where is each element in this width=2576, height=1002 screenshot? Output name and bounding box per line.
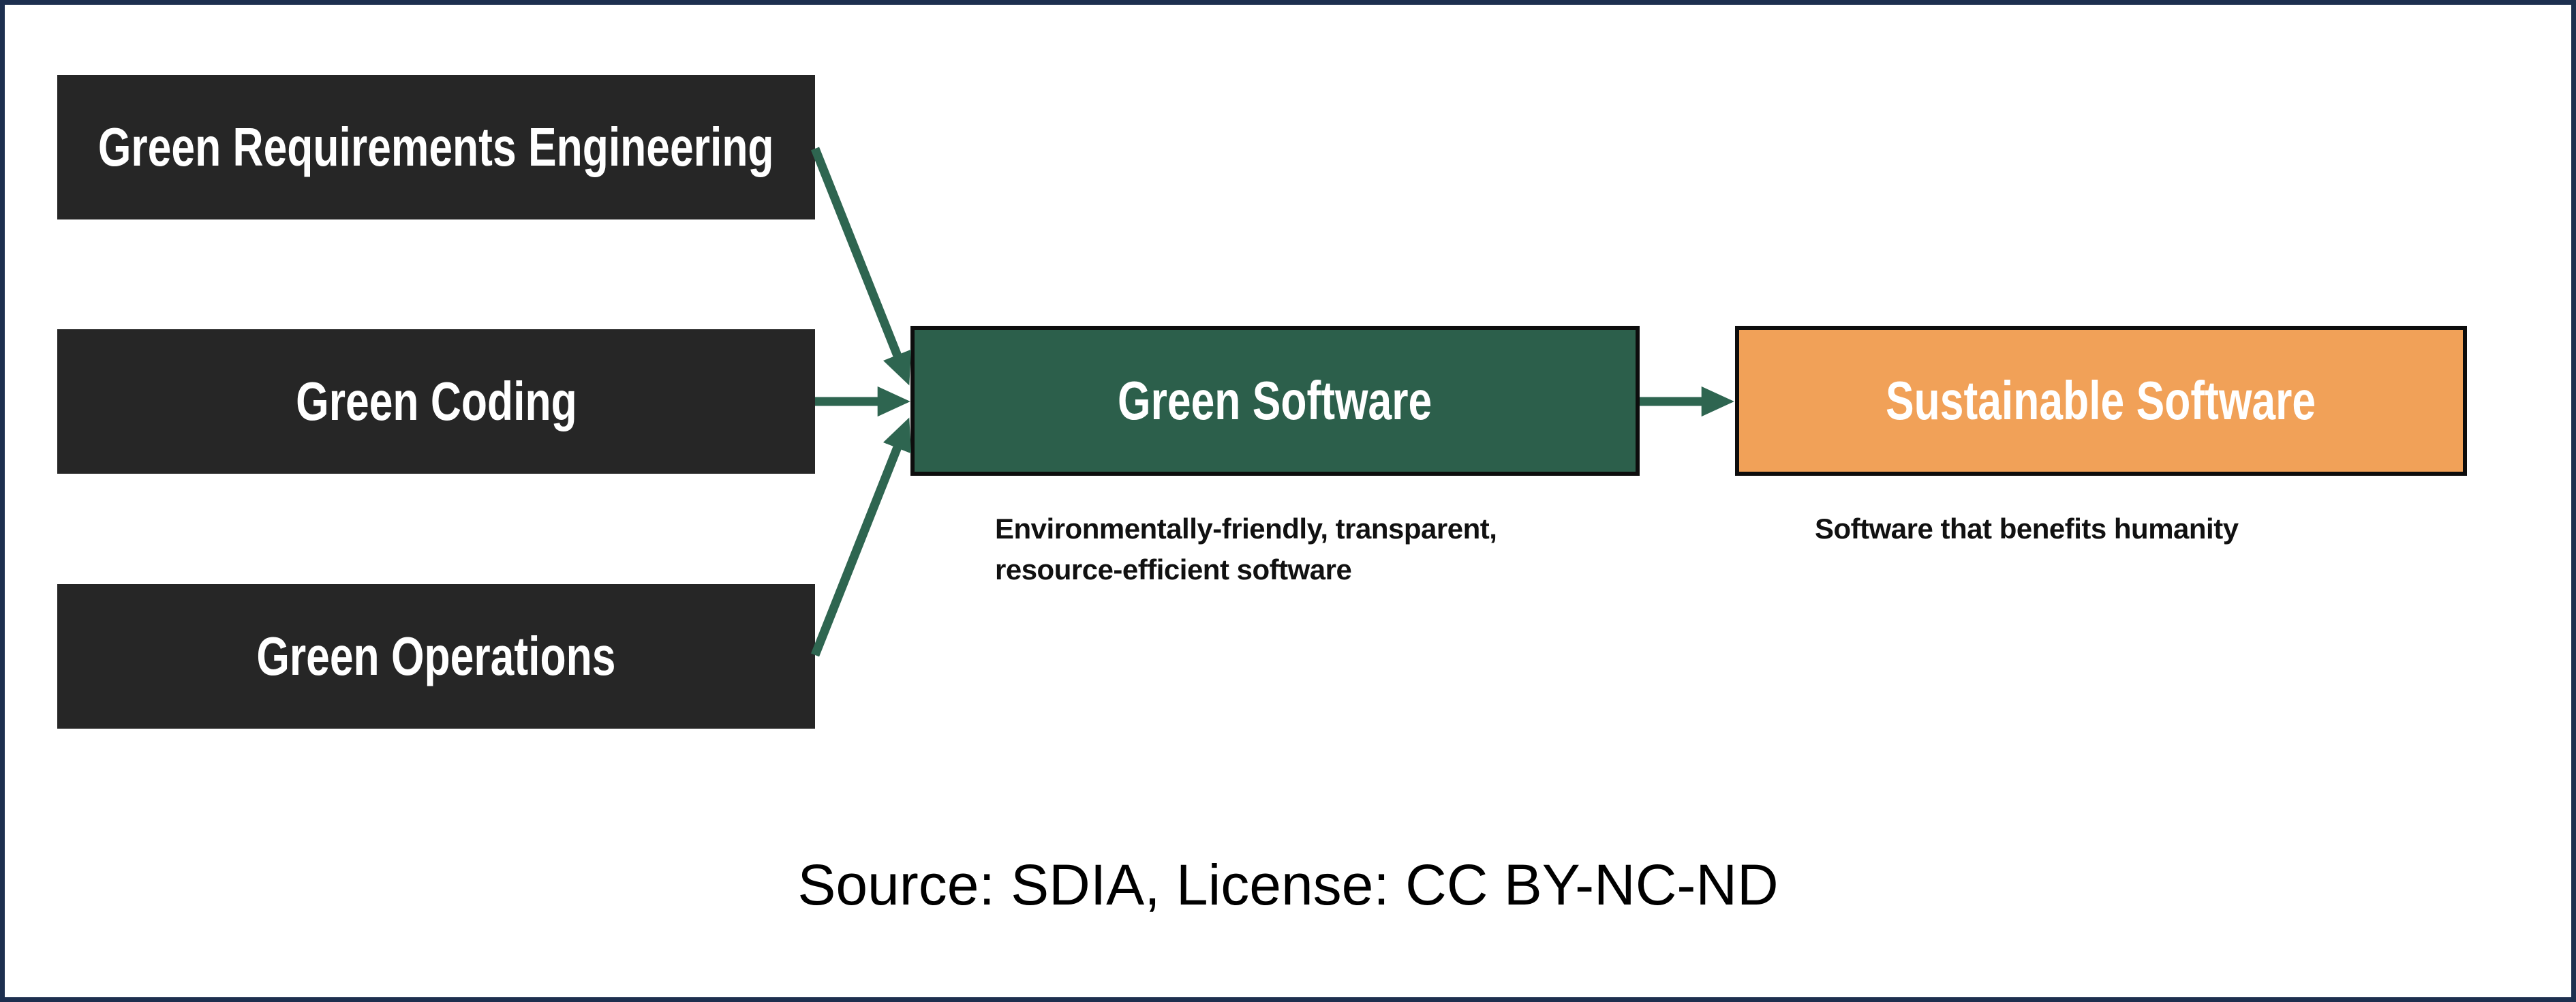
green-operations-box: Green Operations bbox=[57, 584, 815, 729]
green-coding-box: Green Coding bbox=[57, 329, 815, 474]
sustainable-software-label: Sustainable Software bbox=[1886, 370, 2316, 431]
sustainable-software-caption: Software that benefits humanity bbox=[1815, 513, 2239, 545]
green-requirements-engineering-box: Green Requirements Engineering bbox=[57, 75, 815, 219]
arrow-operations-to-green-software bbox=[810, 417, 912, 657]
green-software-box: Green Software bbox=[910, 326, 1640, 476]
sustainable-software-box: Sustainable Software bbox=[1735, 326, 2467, 476]
arrow-requirements-to-green-software bbox=[810, 147, 912, 386]
source-license-text: Source: SDIA, License: CC BY-NC-ND bbox=[797, 853, 1779, 917]
green-operations-label: Green Operations bbox=[256, 626, 616, 686]
green-software-label: Green Software bbox=[1118, 370, 1432, 431]
green-requirements-engineering-label: Green Requirements Engineering bbox=[98, 117, 774, 177]
green-software-caption: Environmentally-friendly, transparent, r… bbox=[995, 513, 1497, 586]
green-coding-label: Green Coding bbox=[295, 371, 577, 431]
